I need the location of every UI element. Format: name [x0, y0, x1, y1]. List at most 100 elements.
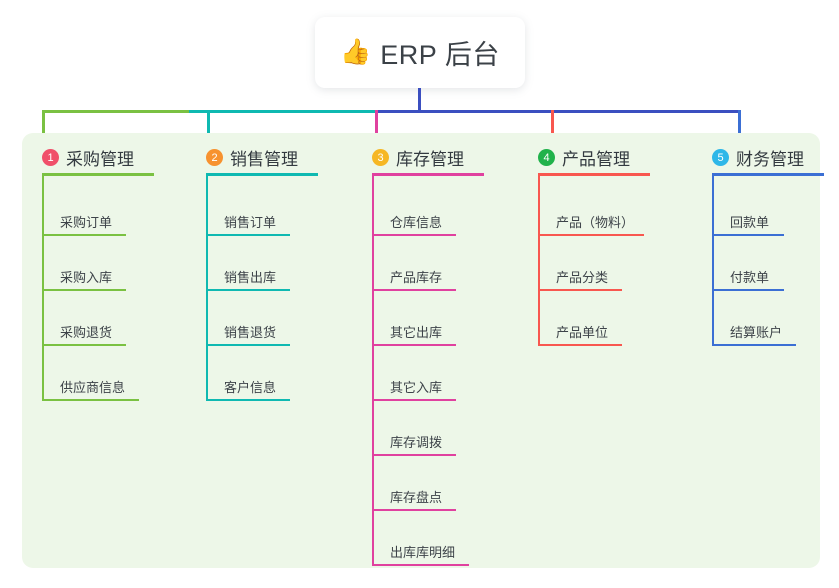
branch-header-2[interactable]: 2 销售管理: [206, 145, 298, 170]
leaf-node[interactable]: 产品（物料）: [538, 181, 644, 236]
leaf-underline: [206, 344, 290, 346]
leaf-label: 采购入库: [60, 270, 113, 285]
root-node-title: ERP 后台: [380, 40, 500, 70]
leaf-node[interactable]: 仓库信息: [372, 181, 456, 236]
leaf-label: 产品（物料）: [556, 215, 635, 230]
branch-spine: [42, 176, 44, 401]
branch-underline: [42, 173, 154, 176]
branch-title: 销售管理: [230, 150, 298, 169]
connector-bus-segment-3: [375, 110, 740, 113]
leaf-underline: [372, 234, 456, 236]
leaf-label: 采购退货: [60, 325, 113, 340]
leaf-node[interactable]: 采购入库: [42, 236, 126, 291]
leaf-label: 销售订单: [224, 215, 277, 230]
leaf-underline: [42, 289, 126, 291]
connector-bus-segment-1: [42, 110, 189, 113]
leaf-label: 销售退货: [224, 325, 277, 340]
branch-number-badge: 3: [372, 149, 389, 166]
connector-trunk: [418, 88, 421, 113]
branch-title: 库存管理: [396, 150, 464, 169]
branch-header-3[interactable]: 3 库存管理: [372, 145, 464, 170]
leaf-label: 其它入库: [390, 380, 443, 395]
root-node-card[interactable]: 👍 ERP 后台: [315, 17, 525, 88]
leaf-node[interactable]: 库存调拨: [372, 401, 456, 456]
leaf-node[interactable]: 回款单: [712, 181, 784, 236]
connector-drop-1: [42, 110, 45, 148]
leaf-label: 结算账户: [730, 325, 783, 340]
leaf-node[interactable]: 销售退货: [206, 291, 290, 346]
leaf-node[interactable]: 产品库存: [372, 236, 456, 291]
connector-drop-5: [738, 110, 741, 148]
leaf-node[interactable]: 出库库明细: [372, 511, 469, 566]
branch-header-5[interactable]: 5 财务管理: [712, 145, 804, 170]
leaf-underline: [206, 234, 290, 236]
branch-spine: [538, 176, 540, 346]
branch-spine: [372, 176, 374, 566]
branch-underline: [372, 173, 484, 176]
branch-panel: 1 采购管理采购订单采购入库采购退货供应商信息 2 销售管理销售订单销售出库销售退货客…: [22, 133, 824, 568]
branch-number-badge: 5: [712, 149, 729, 166]
connector-bus-segment-2: [189, 110, 375, 113]
leaf-node[interactable]: 库存盘点: [372, 456, 456, 511]
leaf-node[interactable]: 其它出库: [372, 291, 456, 346]
leaf-node[interactable]: 结算账户: [712, 291, 796, 346]
branch-underline: [206, 173, 318, 176]
branch-number-badge: 2: [206, 149, 223, 166]
leaf-underline: [538, 289, 622, 291]
leaf-underline: [372, 564, 469, 566]
leaf-node[interactable]: 产品分类: [538, 236, 622, 291]
leaf-underline: [712, 344, 796, 346]
leaf-node[interactable]: 销售出库: [206, 236, 290, 291]
branch-underline: [538, 173, 650, 176]
leaf-label: 其它出库: [390, 325, 443, 340]
leaf-label: 产品库存: [390, 270, 443, 285]
branch-underline: [712, 173, 824, 176]
leaf-underline: [372, 344, 456, 346]
leaf-label: 回款单: [730, 215, 770, 230]
leaf-underline: [712, 289, 784, 291]
leaf-label: 产品分类: [556, 270, 609, 285]
leaf-underline: [42, 344, 126, 346]
root-node-content: 👍 ERP 后台: [340, 33, 500, 72]
leaf-underline: [206, 399, 290, 401]
leaf-node[interactable]: 客户信息: [206, 346, 290, 401]
leaf-underline: [42, 399, 139, 401]
branch-number-badge: 4: [538, 149, 555, 166]
leaf-node[interactable]: 产品单位: [538, 291, 622, 346]
leaf-underline: [42, 234, 126, 236]
leaf-node[interactable]: 销售订单: [206, 181, 290, 236]
thumbs-up-icon: 👍: [340, 38, 372, 66]
leaf-label: 客户信息: [224, 380, 277, 395]
leaf-node[interactable]: 采购退货: [42, 291, 126, 346]
connector-drop-4: [551, 110, 554, 148]
leaf-node[interactable]: 其它入库: [372, 346, 456, 401]
branch-title: 采购管理: [66, 150, 134, 169]
branch-title: 财务管理: [736, 150, 804, 169]
leaf-underline: [372, 454, 456, 456]
leaf-underline: [372, 399, 456, 401]
leaf-node[interactable]: 采购订单: [42, 181, 126, 236]
leaf-node[interactable]: 付款单: [712, 236, 784, 291]
leaf-label: 库存调拨: [390, 435, 443, 450]
leaf-label: 供应商信息: [60, 380, 126, 395]
leaf-underline: [538, 234, 644, 236]
leaf-label: 出库库明细: [390, 545, 456, 560]
leaf-label: 销售出库: [224, 270, 277, 285]
branch-spine: [206, 176, 208, 401]
leaf-underline: [372, 289, 456, 291]
branch-header-1[interactable]: 1 采购管理: [42, 145, 134, 170]
leaf-label: 产品单位: [556, 325, 609, 340]
leaf-label: 付款单: [730, 270, 770, 285]
branch-number-badge: 1: [42, 149, 59, 166]
leaf-underline: [538, 344, 622, 346]
leaf-label: 仓库信息: [390, 215, 443, 230]
leaf-node[interactable]: 供应商信息: [42, 346, 139, 401]
leaf-label: 库存盘点: [390, 490, 443, 505]
connector-drop-3: [375, 110, 378, 148]
connector-drop-2: [207, 110, 210, 148]
leaf-label: 采购订单: [60, 215, 113, 230]
leaf-underline: [712, 234, 784, 236]
leaf-underline: [206, 289, 290, 291]
